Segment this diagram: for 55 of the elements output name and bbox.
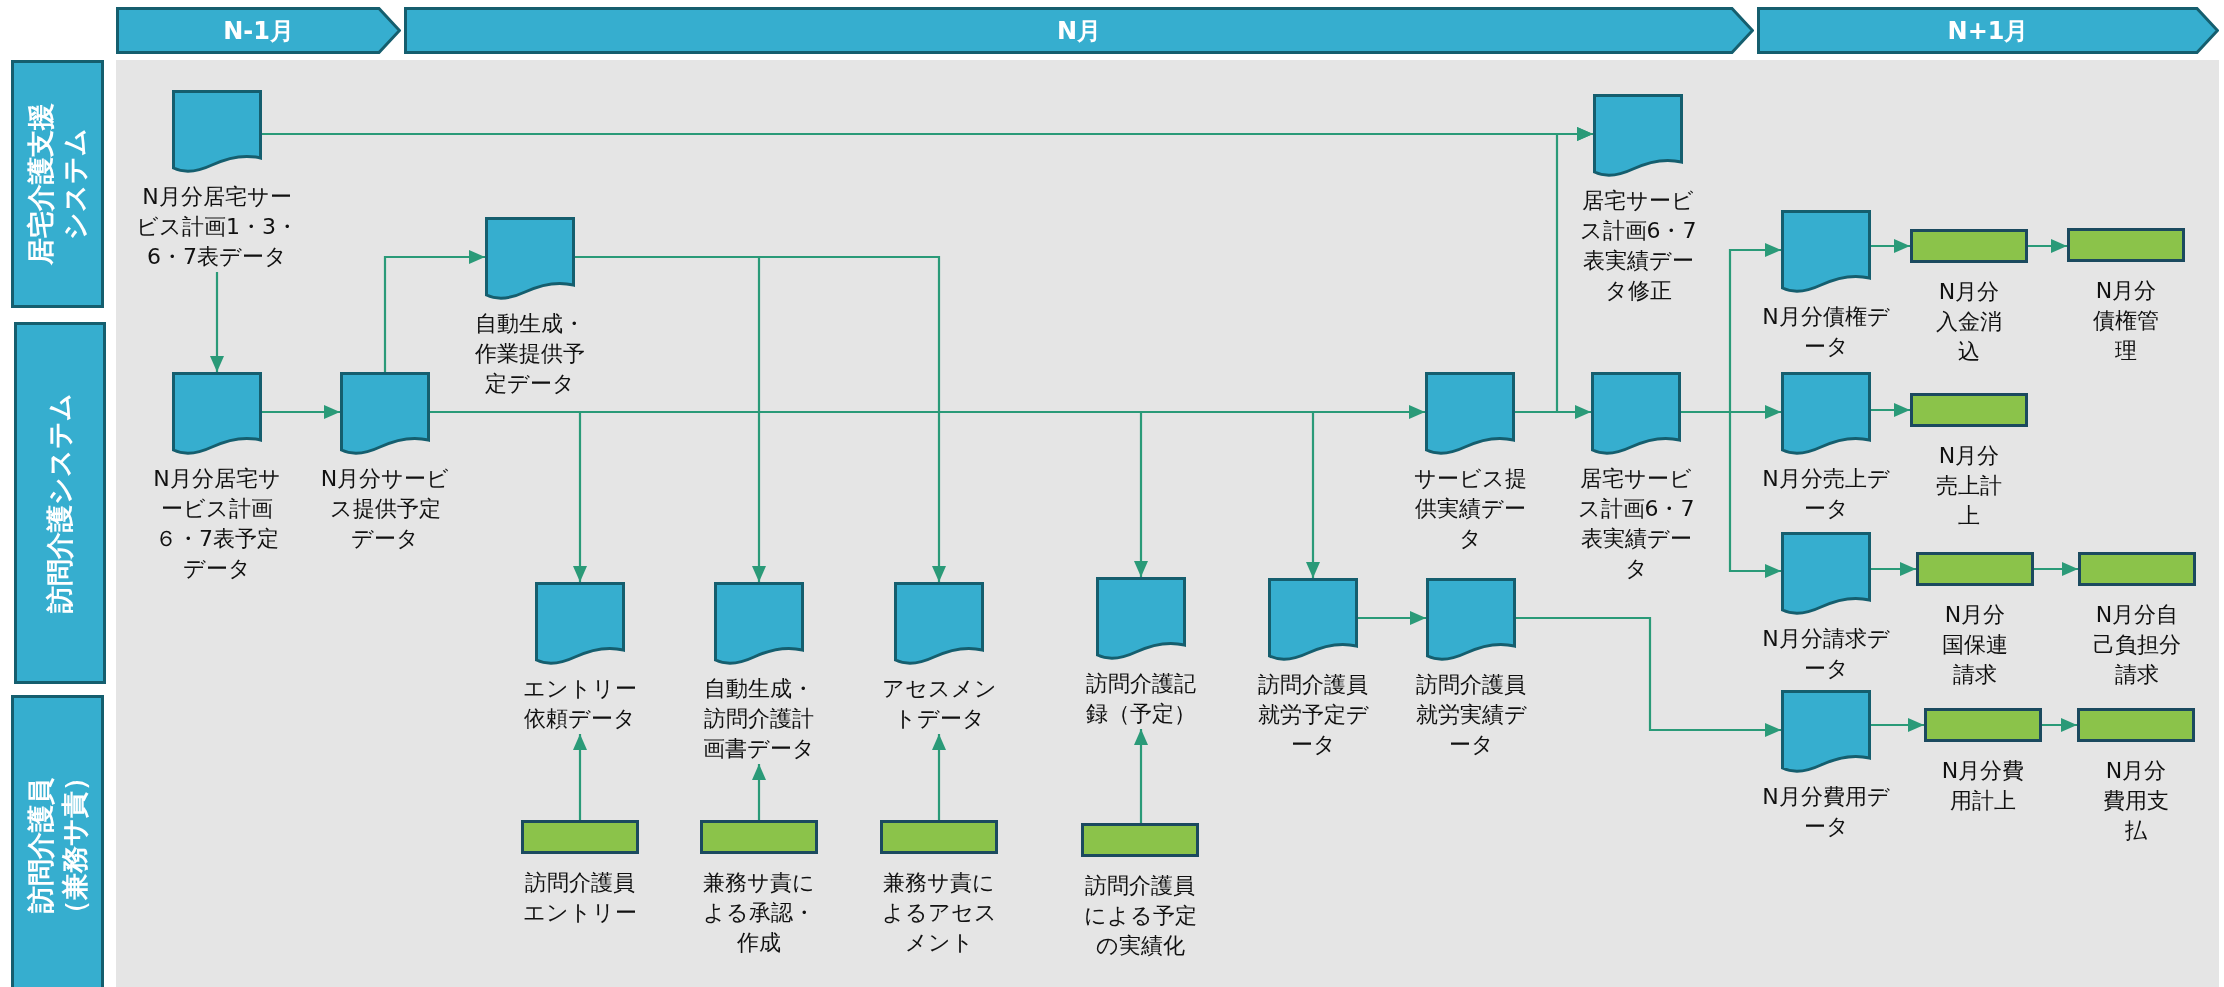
document-label: 訪問介護記録（予定） xyxy=(1085,670,1197,728)
document-label: 居宅サービス計画6・7表実績データ xyxy=(1576,465,1696,583)
document-label: 居宅サービス計画6・7表実績データ修正 xyxy=(1578,187,1698,305)
arrow xyxy=(2042,718,2077,732)
lane-header xyxy=(11,695,104,987)
process-label: N月分入金消込 xyxy=(1935,278,2003,366)
process-label: 訪問介護員による予定の実績化 xyxy=(1082,872,1198,960)
document-label: サービス提供実績データ xyxy=(1412,465,1528,553)
document-label: N月分債権データ xyxy=(1761,303,1891,361)
lane-header xyxy=(11,60,104,308)
lane-title: 訪問介護システム xyxy=(43,392,76,615)
lane-title: 訪問介護員（兼務サ責） xyxy=(23,762,91,929)
phase-label: N-1月 xyxy=(223,15,294,47)
arrow xyxy=(752,764,766,820)
process-label: N月分費用支払 xyxy=(2102,757,2170,845)
arrow xyxy=(262,405,340,419)
document-label: N月分居宅サービス計画６・7表予定データ xyxy=(152,465,282,583)
process-label: 兼務サ責によるアセスメント xyxy=(881,869,997,957)
process-label: N月分売上計上 xyxy=(1935,442,2003,530)
lane-title: 居宅介護支援システム xyxy=(23,102,91,267)
document-label: N月分居宅サービス計画1・3・6・7表データ xyxy=(135,183,299,271)
arrow xyxy=(210,272,224,372)
arrow xyxy=(1134,729,1148,823)
process-label: N月分費用計上 xyxy=(1940,757,2026,815)
arrow xyxy=(573,734,587,820)
arrow xyxy=(932,734,946,820)
arrow xyxy=(1871,403,1910,417)
document-label: N月分サービス提供予定データ xyxy=(320,465,450,553)
document-label: N月分売上データ xyxy=(1761,465,1891,523)
arrow xyxy=(1515,405,1591,419)
document-label: アセスメントデータ xyxy=(881,675,997,733)
document-label: エントリー依頼データ xyxy=(522,675,638,733)
process-label: N月分債権管理 xyxy=(2092,277,2160,365)
phase-label: N月 xyxy=(1056,15,1102,47)
arrow xyxy=(1871,239,1910,253)
process-label: N月分自己負担分請求 xyxy=(2092,601,2182,689)
document-label: N月分請求データ xyxy=(1761,625,1891,683)
arrow xyxy=(383,250,485,372)
process-label: 兼務サ責による承認・作成 xyxy=(702,869,816,957)
arrow xyxy=(1871,718,1924,732)
arrow xyxy=(1871,562,1916,576)
arrow xyxy=(1358,611,1426,625)
lane-header xyxy=(14,322,106,684)
document-label: 訪問介護員就労実績データ xyxy=(1414,671,1528,759)
process-label: N月分国保連請求 xyxy=(1941,601,2009,689)
arrow xyxy=(1681,410,1781,578)
arrow xyxy=(2028,239,2067,253)
arrow xyxy=(1516,616,1781,737)
arrow xyxy=(2034,562,2078,576)
document-label: N月分費用データ xyxy=(1761,783,1891,841)
document-label: 訪問介護員就労予定データ xyxy=(1256,671,1370,759)
phase-label: N+1月 xyxy=(1947,15,2029,47)
document-label: 自動生成・訪問介護計画書データ xyxy=(702,675,816,763)
process-label: 訪問介護員エントリー xyxy=(522,869,638,927)
document-label: 自動生成・作業提供予定データ xyxy=(474,310,586,398)
